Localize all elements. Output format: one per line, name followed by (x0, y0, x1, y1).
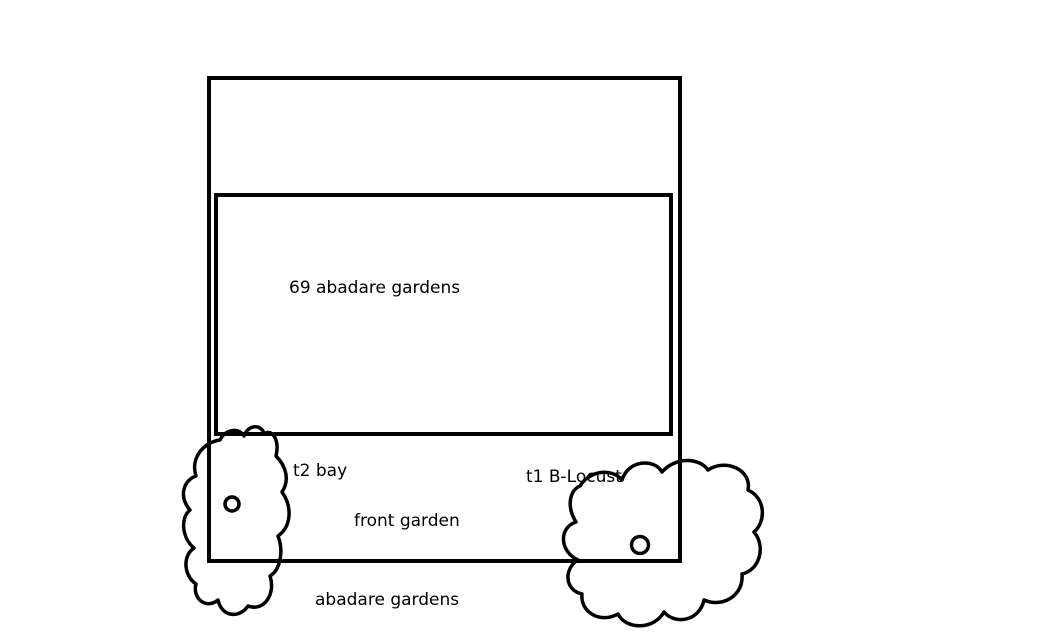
front-garden-label: front garden (354, 511, 460, 531)
tree-t1-canopy (561, 458, 764, 628)
tree-t2-trunk-marker (223, 495, 241, 513)
property-boundary (207, 76, 682, 563)
tree-canopy-icon (181, 425, 291, 616)
tree-t1-trunk-marker (629, 534, 651, 556)
tree-t2-canopy (181, 425, 291, 616)
street-label: abadare gardens (315, 590, 459, 610)
tree-canopy-icon (561, 458, 764, 628)
house-footprint (214, 193, 673, 436)
tree-t2-label: t2 bay (293, 461, 347, 481)
house-label: 69 abadare gardens (289, 278, 460, 298)
tree-t1-label: t1 B-Locust (526, 467, 622, 487)
